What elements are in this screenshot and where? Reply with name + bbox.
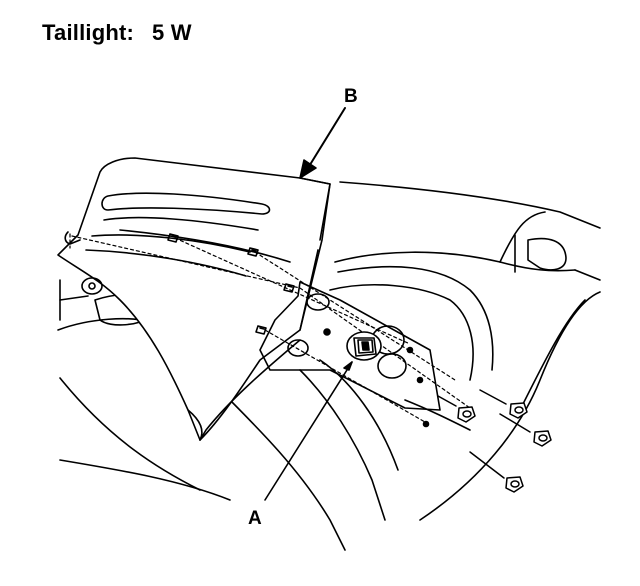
stud-lower xyxy=(255,325,267,335)
nut-2 xyxy=(509,402,528,419)
callout-b-arrow xyxy=(307,107,346,169)
page-title: Taillight: 5 W xyxy=(42,20,192,46)
stud-upper-right xyxy=(247,247,259,257)
title-label: Taillight: xyxy=(42,20,135,45)
stud-upper-left xyxy=(167,233,179,243)
bulb-socket xyxy=(346,331,382,361)
mounting-studs xyxy=(64,231,295,335)
mounting-panel xyxy=(259,281,441,428)
callout-a-leader xyxy=(264,361,353,501)
callout-b-arrowhead xyxy=(299,159,317,179)
stud-middle xyxy=(283,283,295,293)
callout-a-arrowhead xyxy=(343,361,353,371)
nut-3 xyxy=(533,430,552,447)
wattage-value: 5 W xyxy=(152,20,192,45)
taillight-assembly xyxy=(57,157,331,441)
callout-label-b: B xyxy=(344,86,358,107)
vehicle-body xyxy=(57,181,601,551)
bumper-bracket xyxy=(81,277,103,295)
mounting-nuts xyxy=(437,389,552,493)
callout-label-a: A xyxy=(248,508,262,529)
nut-1 xyxy=(457,406,476,423)
nut-4 xyxy=(505,476,524,493)
